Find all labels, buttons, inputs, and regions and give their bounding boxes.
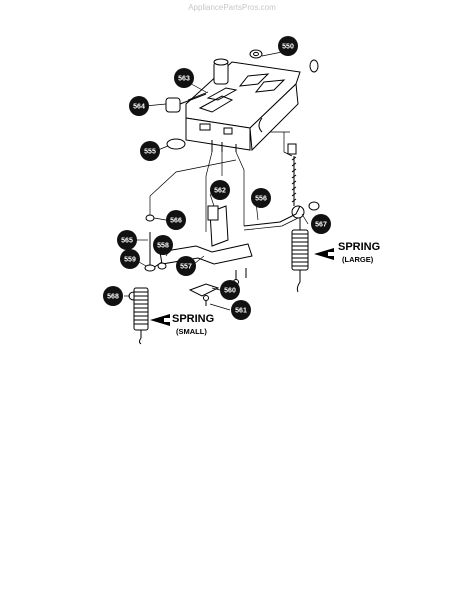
nut-567 (308, 201, 320, 211)
callout-550: 550 (278, 36, 298, 56)
bumper-555 (166, 138, 186, 150)
spring-small-sublabel: (SMALL) (176, 327, 207, 336)
washer-559 (144, 264, 156, 272)
callout-559: 559 (120, 249, 140, 269)
svg-text:564: 564 (133, 104, 145, 111)
arrow-spring-small (150, 314, 170, 326)
pin-top-right (287, 143, 297, 155)
callout-564: 564 (129, 96, 149, 116)
callout-562: 562 (210, 180, 230, 200)
callout-557: 557 (176, 256, 196, 276)
spring-large (291, 156, 309, 293)
svg-text:550: 550 (282, 44, 294, 51)
washer-566 (145, 214, 155, 222)
spring-large-label: SPRING (338, 241, 380, 253)
latch-housing (185, 58, 301, 152)
svg-text:559: 559 (124, 257, 136, 264)
svg-text:555: 555 (144, 149, 156, 156)
svg-text:565: 565 (121, 238, 133, 245)
svg-text:561: 561 (235, 308, 247, 315)
svg-text:562: 562 (214, 188, 226, 195)
callout-567: 567 (311, 214, 331, 234)
svg-text:560: 560 (224, 288, 236, 295)
callout-556: 556 (251, 188, 271, 208)
callout-566: 566 (166, 210, 186, 230)
callout-568: 568 (103, 286, 123, 306)
spring-large-sublabel: (LARGE) (342, 255, 374, 264)
callout-565: 565 (117, 230, 137, 250)
bumper-564 (165, 97, 181, 113)
washer-559b (157, 262, 167, 270)
svg-text:558: 558 (157, 243, 169, 250)
svg-text:557: 557 (180, 264, 192, 271)
spring-small (133, 287, 149, 345)
callout-561: 561 (231, 300, 251, 320)
arrow-spring-large (314, 248, 334, 260)
washer-550 (249, 49, 263, 59)
svg-text:566: 566 (170, 218, 182, 225)
watermark-text: AppliancePartsPros.com (188, 3, 276, 12)
nut-550 (309, 59, 319, 73)
callout-558: 558 (153, 235, 173, 255)
svg-text:567: 567 (315, 222, 327, 229)
linkage-assembly (149, 131, 301, 306)
callout-563: 563 (174, 68, 194, 88)
svg-text:563: 563 (178, 76, 190, 83)
svg-text:568: 568 (107, 294, 119, 301)
svg-text:556: 556 (255, 196, 267, 203)
callout-560: 560 (220, 280, 240, 300)
spring-small-label: SPRING (172, 313, 214, 325)
callout-555: 555 (140, 141, 160, 161)
